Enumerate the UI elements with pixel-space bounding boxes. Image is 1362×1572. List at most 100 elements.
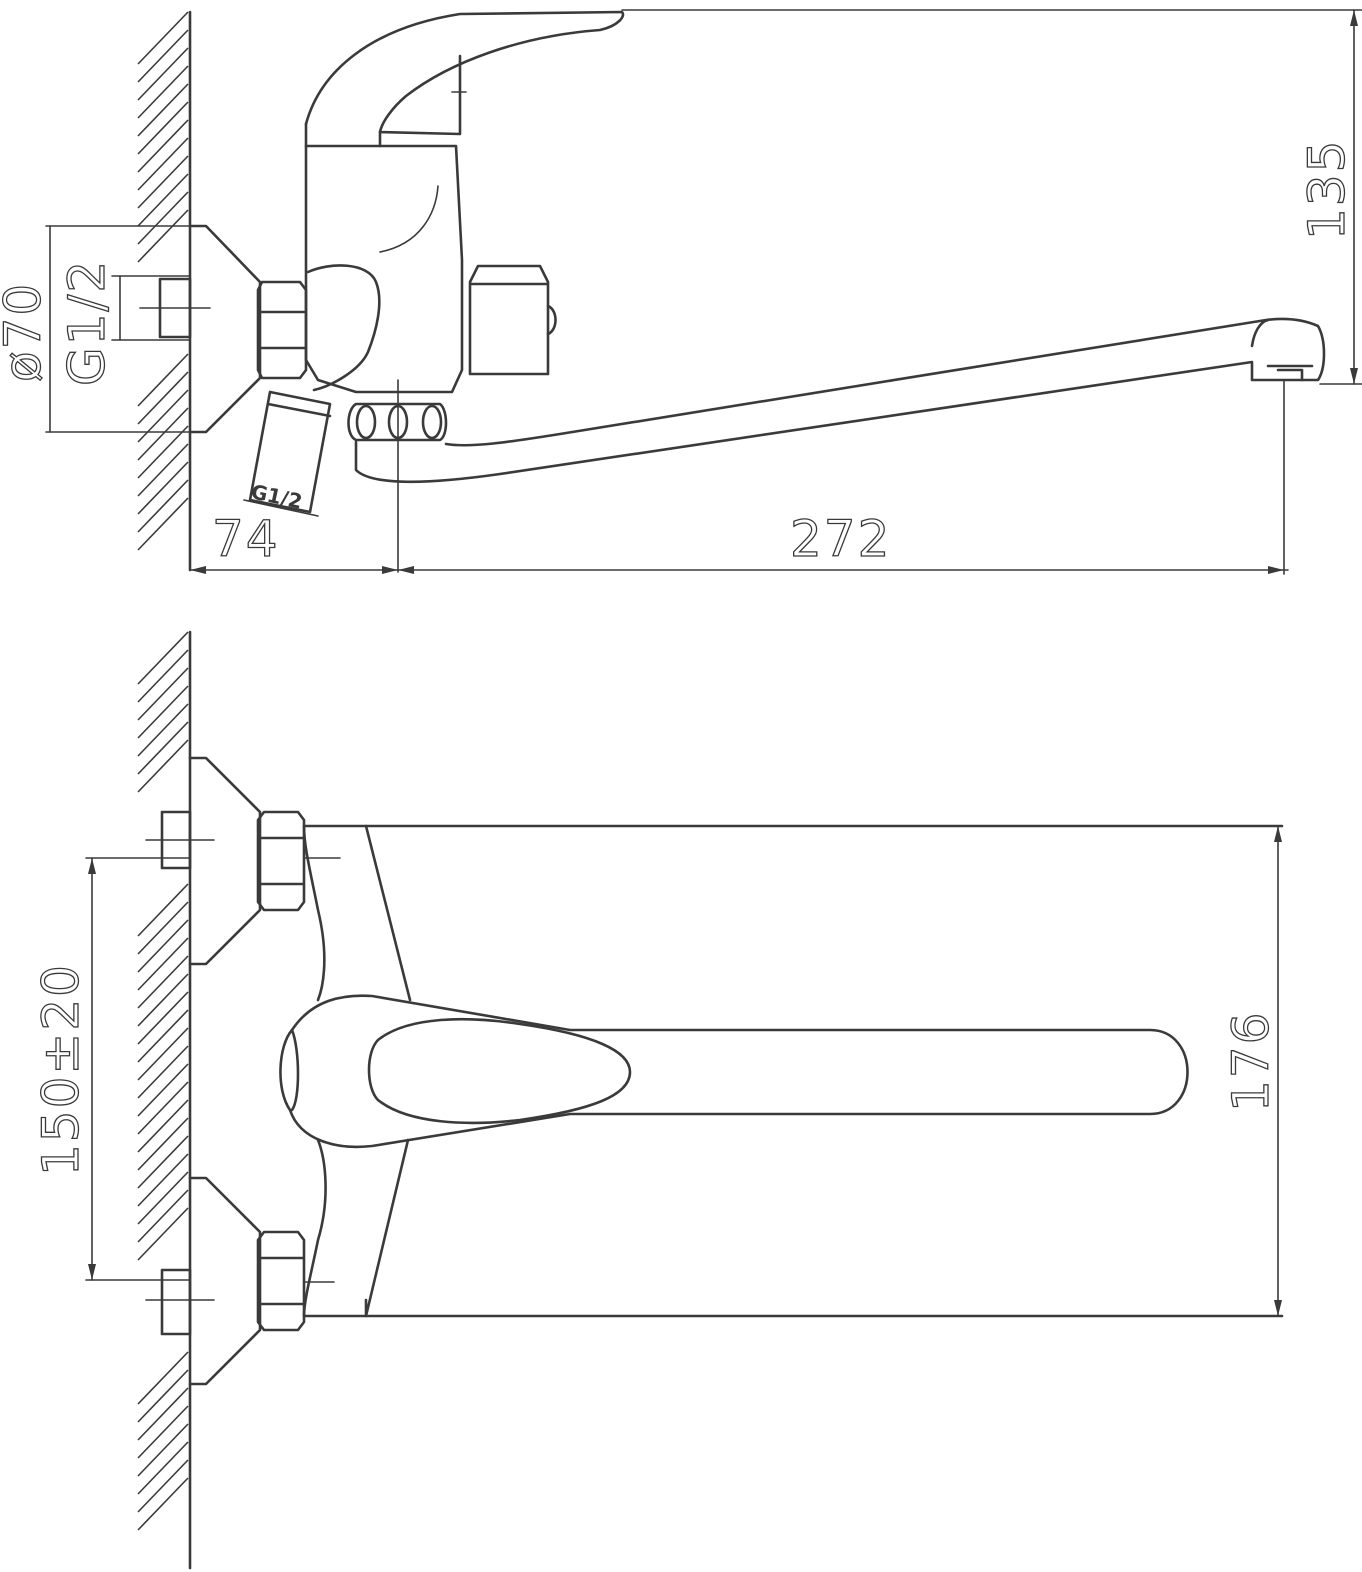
hatch-stroke [137, 667, 189, 721]
inlet-pipe [248, 390, 332, 514]
dim-width-label: 176 [1222, 1011, 1280, 1112]
dim-wall-offset-label: 74 [212, 510, 280, 568]
connector-lower [160, 1268, 192, 1336]
hatch-stroke [137, 1045, 189, 1099]
hatch-stroke [137, 1135, 189, 1189]
hatch-stroke [137, 1405, 189, 1459]
hatch-stroke [137, 937, 189, 991]
dim-height-arrow-bottom [1350, 368, 1358, 384]
lever-top [279, 994, 1189, 1149]
dim-thread-label: G1/2 [58, 259, 116, 386]
dim-spout-length-label: 272 [790, 510, 891, 568]
hatch-stroke [137, 443, 189, 497]
dim-inlet-thread-label: G1/2 [249, 479, 304, 513]
hatch-stroke [137, 685, 189, 739]
lever-grip [367, 1017, 632, 1125]
diverter-knob [468, 264, 550, 376]
dim-center-arrow-top [88, 858, 96, 874]
hatch-stroke [137, 47, 189, 101]
dim-arrow-4 [1268, 566, 1284, 574]
hatch-stroke [137, 1441, 189, 1495]
hatch-stroke [137, 703, 189, 757]
body-bulge [306, 264, 381, 392]
hatch-stroke [137, 1459, 189, 1513]
hatch-stroke [137, 721, 189, 775]
body-curve [379, 185, 439, 253]
hatch-stroke [137, 631, 189, 685]
hatch-stroke [137, 479, 189, 533]
hex-nut-lower [256, 1230, 306, 1332]
hatch-stroke [137, 739, 189, 793]
side-view: ø70 G1/2 G1/2 74 272 135 [0, 9, 1362, 575]
hatch-stroke [137, 191, 189, 245]
hatch-stroke [137, 991, 189, 1045]
wall-flange [188, 224, 262, 434]
hatch-stroke [137, 1009, 189, 1063]
hatch-stroke [137, 173, 189, 227]
hatch-stroke [137, 119, 189, 173]
hatch-stroke [137, 101, 189, 155]
hatch-stroke [137, 1099, 189, 1153]
hatch-stroke [137, 1027, 189, 1081]
lever-inner-cap [290, 1028, 300, 1112]
hatch-stroke [137, 1423, 189, 1477]
hatch-stroke [137, 497, 189, 551]
hatch-stroke [137, 389, 189, 443]
spout-tip [1250, 318, 1314, 382]
dim-center-distance-label: 150±20 [32, 963, 90, 1176]
body-side-top [364, 824, 412, 1318]
hatch-stroke [137, 83, 189, 137]
hatch-stroke [137, 1081, 189, 1135]
hatch-stroke [137, 29, 189, 83]
hatch-stroke [137, 425, 189, 479]
hatch-stroke [137, 371, 189, 425]
hatch-stroke [137, 137, 189, 191]
dim-center-arrow-bottom [88, 1264, 96, 1280]
hatch-stroke [137, 1117, 189, 1171]
hatch-stroke [137, 1207, 189, 1261]
dim-arrow-3 [398, 566, 414, 574]
hatch-stroke [137, 353, 189, 407]
hatch-stroke [137, 407, 189, 461]
dim-arrow-2 [382, 566, 398, 574]
dim-width-arrow-top [1274, 826, 1282, 842]
hatch-stroke [137, 1063, 189, 1117]
dim-height-label: 135 [1298, 139, 1356, 240]
hatch-stroke [137, 1477, 189, 1531]
hatch-stroke [137, 649, 189, 703]
hatch-stroke [137, 155, 189, 209]
hatch-stroke [137, 1369, 189, 1423]
hatch-stroke [137, 11, 189, 65]
wall-flange-upper [188, 756, 262, 966]
hatch-stroke [137, 1171, 189, 1225]
lever-handle [304, 10, 625, 136]
swivel-collar [347, 402, 448, 442]
mixer-body [304, 144, 464, 394]
hatch-stroke [137, 901, 189, 955]
hex-nut [256, 280, 308, 380]
hatch-stroke [137, 1387, 189, 1441]
hex-nut-upper [256, 810, 306, 912]
hatch-stroke [137, 919, 189, 973]
dim-diameter-label: ø70 [0, 282, 52, 382]
hatch-stroke [137, 973, 189, 1027]
inlet-dim-line [243, 499, 319, 517]
mixer-body-top [302, 824, 1284, 1318]
hatch-stroke [137, 209, 189, 263]
dim-arrow-1 [190, 566, 206, 574]
wall-hatching-bottom [137, 631, 189, 1531]
hatch-stroke [137, 461, 189, 515]
hatch-stroke [137, 65, 189, 119]
hatch-stroke [137, 883, 189, 937]
dim-height-arrow-top [1350, 10, 1358, 26]
spout [354, 317, 1326, 484]
hatch-stroke [137, 1351, 189, 1405]
hatch-stroke [137, 955, 189, 1009]
dim-width-arrow-bottom [1274, 1300, 1282, 1316]
collar-ring-1 [355, 404, 377, 440]
hatch-stroke [137, 1189, 189, 1243]
wall-hatching-top [137, 11, 189, 551]
wall-flange-lower [188, 1176, 262, 1386]
top-view: 150±20 176 [31, 630, 1284, 1570]
